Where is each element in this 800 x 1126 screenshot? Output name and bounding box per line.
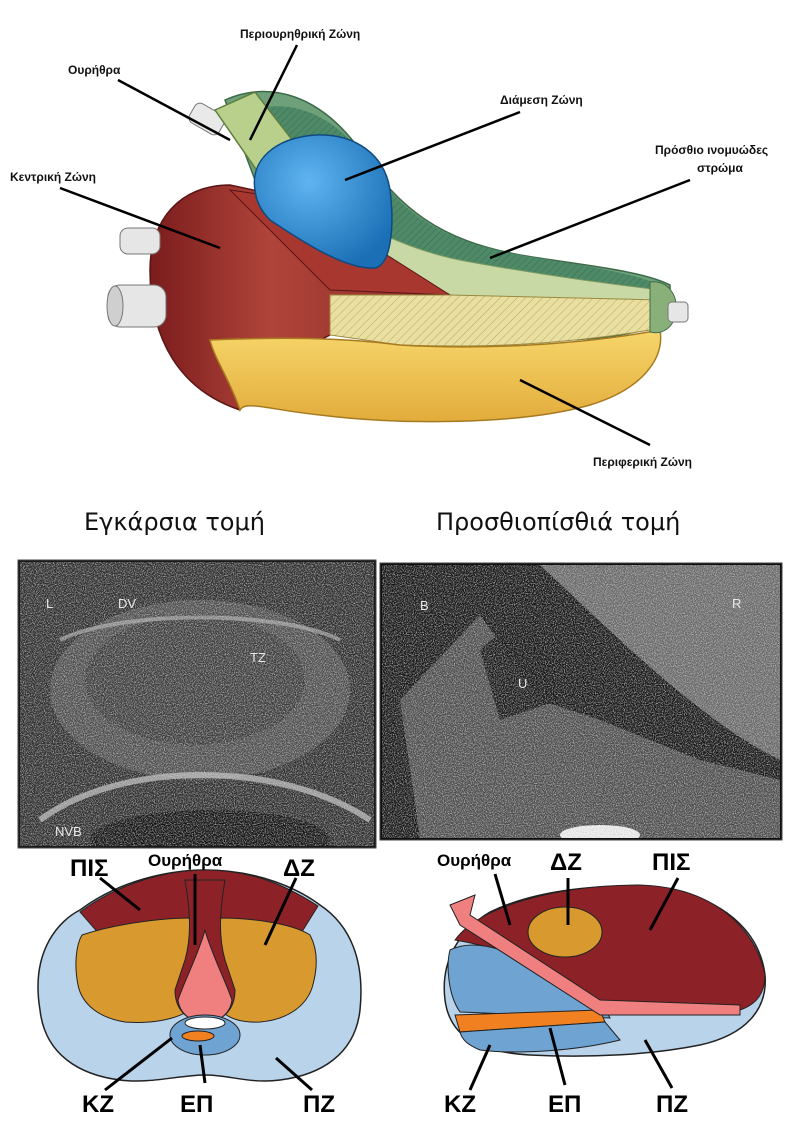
- us-right-label-u: U: [518, 676, 527, 691]
- label-br-pz: ΠΖ: [656, 1091, 688, 1118]
- leader-bl-pz: [275, 1056, 313, 1092]
- label-br-kz: ΚΖ: [444, 1091, 476, 1118]
- label-bl-pis: ΠΙΣ: [70, 855, 108, 882]
- label-br-pis: ΠΙΣ: [652, 849, 690, 876]
- leader-br-pz: [643, 1039, 674, 1089]
- label-central-zone: Κεντρική Ζώνη: [10, 170, 96, 184]
- ep-duct-transverse: [181, 1030, 215, 1042]
- leader-periurethral: [248, 44, 299, 141]
- label-bl-urethra: Ουρήθρα: [148, 851, 223, 870]
- label-bl-pz: ΠΖ: [303, 1091, 335, 1118]
- us-left-label-tz: TZ: [250, 650, 266, 665]
- urethra-tube-top: [188, 102, 226, 136]
- label-anterior-stroma-1: Πρόσθιο ινομυώδες: [655, 143, 768, 157]
- us-left-label-nvb: NVB: [55, 824, 82, 839]
- label-bl-ep: ΕΠ: [180, 1091, 213, 1118]
- label-transition-zone: Διάμεση Ζώνη: [500, 93, 583, 107]
- transition-zone-shape: [253, 134, 393, 269]
- tz-right-transverse: [219, 917, 317, 1023]
- leader-br-kz: [468, 1044, 492, 1091]
- duct-tube-end: [106, 285, 124, 327]
- label-br-dz: ΔΖ: [550, 849, 582, 876]
- ultrasound-transverse: L DV TZ NVB: [17, 559, 377, 849]
- ep-lumen-transverse: [184, 1016, 226, 1030]
- leader-bl-ep: [198, 1044, 207, 1084]
- urethra-tube-apex: [667, 301, 689, 323]
- leader-central: [59, 186, 221, 250]
- label-anterior-stroma-2: στρώμα: [697, 161, 743, 175]
- us-right-label-r: R: [732, 596, 741, 611]
- schematic-sagittal: Ουρήθρα ΔΖ ΠΙΣ ΚΖ ΕΠ ΠΖ: [437, 849, 766, 1118]
- label-bl-dz: ΔΖ: [283, 855, 315, 882]
- ultrasound-sagittal: B U R: [379, 562, 783, 841]
- schematic-transverse: ΠΙΣ Ουρήθρα ΔΖ ΚΖ ΕΠ ΠΖ: [37, 851, 362, 1118]
- label-periurethral-zone: Περιουρηθρική Ζώνη: [240, 27, 360, 41]
- leader-bl-pis: [99, 876, 141, 912]
- duct-tube-1: [119, 227, 161, 255]
- label-peripheral-zone: Περιφερική Ζώνη: [593, 455, 692, 469]
- label-br-urethra: Ουρήθρα: [437, 851, 512, 870]
- heading-sagittal: Προσθιοπίσθιά τομή: [436, 508, 680, 536]
- leader-bl-dz: [263, 877, 298, 946]
- leader-transition: [344, 110, 521, 182]
- us-left-label-l: L: [46, 596, 53, 611]
- leader-bl-kz: [104, 1036, 173, 1092]
- urethra-sagittal: [449, 894, 741, 1016]
- leader-br-ep: [548, 1027, 567, 1086]
- peripheral-zone-shape: [209, 329, 662, 423]
- tz-left-transverse: [75, 917, 191, 1023]
- leader-peripheral: [519, 378, 651, 447]
- heading-transverse: Εγκάρσια τομή: [84, 508, 265, 536]
- tz-sagittal: [527, 906, 603, 958]
- leader-br-urethra: [493, 873, 512, 926]
- cz-lower-sagittal: [459, 1021, 621, 1053]
- us-left-label-dv: DV: [118, 596, 136, 611]
- label-br-ep: ΕΠ: [548, 1091, 581, 1118]
- label-urethra-top: Ουρήθρα: [68, 63, 121, 77]
- leader-urethra: [117, 78, 231, 142]
- leader-anterior-stroma: [489, 178, 691, 260]
- label-bl-kz: ΚΖ: [82, 1091, 114, 1118]
- us-right-label-b: B: [420, 598, 429, 613]
- prostate-3d-illustration: Περιουρηθρική Ζώνη Ουρήθρα Διάμεση Ζώνη …: [10, 27, 768, 469]
- leader-br-pis: [648, 877, 680, 931]
